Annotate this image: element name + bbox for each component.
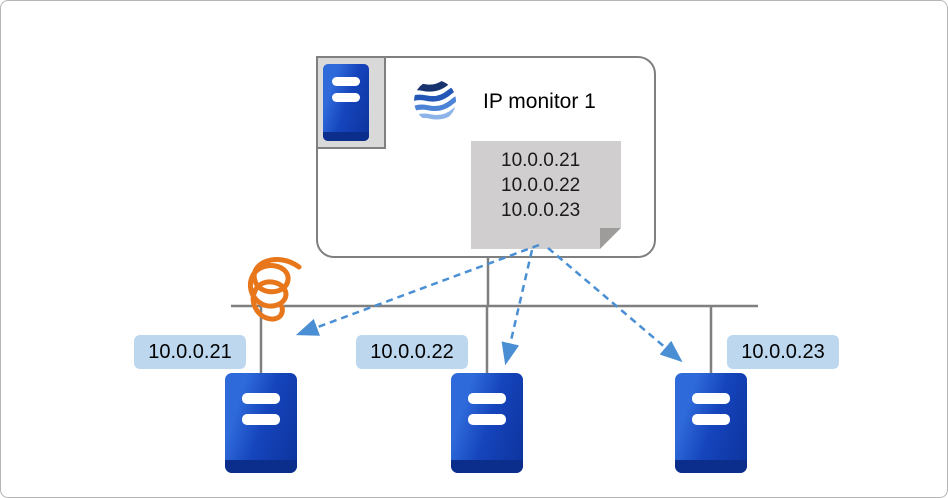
server-slot [242, 414, 280, 425]
server-2 [451, 373, 523, 473]
server-slot [468, 414, 506, 425]
server-base [451, 460, 523, 473]
server-icon-body [323, 64, 369, 141]
server-slot [468, 393, 506, 404]
globe-waves-icon [414, 80, 456, 122]
ping-arrow-to-server3 [547, 247, 683, 363]
server-slot [332, 77, 360, 86]
ip-badge-server2: 10.0.0.22 [356, 335, 468, 369]
ping-arrow-to-server1 [295, 243, 540, 336]
ip-badge-server3: 10.0.0.23 [727, 335, 839, 369]
server-icon-base [323, 132, 369, 141]
server-slot [692, 393, 730, 404]
server-slot [242, 393, 280, 404]
server-slot [332, 93, 360, 102]
ip-list-note: 10.0.0.21 10.0.0.22 10.0.0.23 [471, 141, 621, 249]
server-base [225, 460, 297, 473]
server-1 [225, 373, 297, 473]
monitor-server-icon-box [316, 56, 386, 149]
server-icon [323, 64, 369, 141]
network-lines [231, 258, 758, 373]
monitor-title: IP monitor 1 [483, 90, 596, 113]
ip-badge-server1: 10.0.0.21 [134, 335, 246, 369]
note-ip-line: 10.0.0.23 [501, 200, 581, 221]
note-ip-line: 10.0.0.22 [501, 175, 581, 196]
server-slot [692, 414, 730, 425]
server-3 [675, 373, 747, 473]
note-ip-line: 10.0.0.21 [501, 150, 581, 171]
broken-connection-squiggle [248, 257, 302, 322]
server-base [675, 460, 747, 473]
ping-arrow-to-server2 [501, 249, 534, 366]
